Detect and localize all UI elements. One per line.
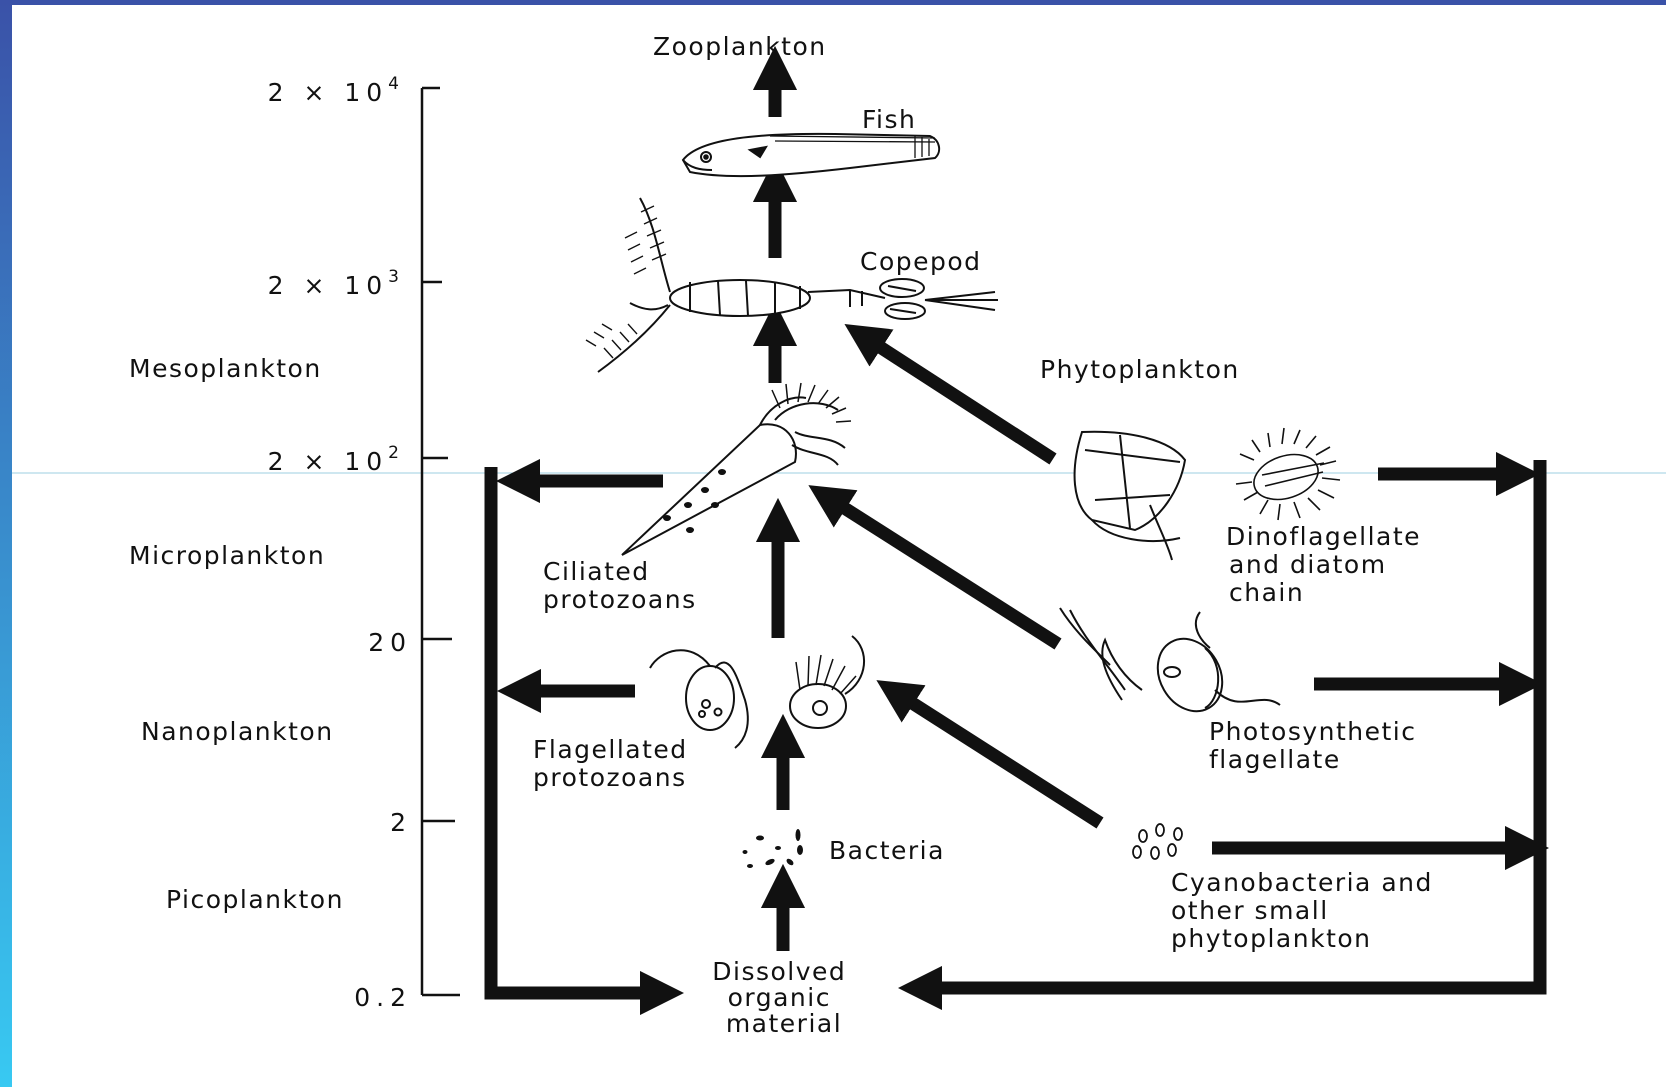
size-class-mesoplankton: Mesoplankton xyxy=(129,354,322,383)
label-phytoplankton: Phytoplankton xyxy=(1040,355,1240,384)
bacteria-icon xyxy=(743,829,804,868)
flagellated-protozoan-icon xyxy=(650,636,864,748)
scale-tick-5: 2 xyxy=(390,808,412,837)
size-class-microplankton: Microplankton xyxy=(129,541,325,570)
arrow-photosynthetic-to-ciliate xyxy=(827,497,1058,644)
label-dinoflagellate: Dinoflagellate and diatom chain xyxy=(1226,522,1431,607)
scale-tick-4: 20 xyxy=(368,628,412,657)
scale-tick-1: 2 × 104 xyxy=(268,74,405,107)
arrow-phyto-to-copepod xyxy=(863,336,1053,459)
size-class-nanoplankton: Nanoplankton xyxy=(141,717,334,746)
scale-tick-3: 2 × 102 xyxy=(268,443,405,476)
size-scale-axis xyxy=(422,88,460,995)
label-dissolved-organic-material: Dissolved organic material xyxy=(712,957,856,1038)
ciliated-protozoan-icon xyxy=(622,383,851,555)
label-fish: Fish xyxy=(862,105,916,134)
label-bacteria: Bacteria xyxy=(829,836,945,865)
label-zooplankton: Zooplankton xyxy=(653,32,827,61)
label-photosynthetic-flagellate: Photosynthetic flagellate xyxy=(1209,717,1426,774)
diatom-chain-icon xyxy=(1236,428,1340,520)
label-flagellated-protozoans: Flagellated protozoans xyxy=(533,735,697,792)
arrow-cyanobacteria-to-flagellate xyxy=(895,692,1100,823)
label-ciliated-protozoans: Ciliated protozoans xyxy=(543,557,697,614)
cyanobacteria-icon xyxy=(1133,824,1182,859)
photosynthetic-flagellate-icon xyxy=(1060,608,1280,723)
label-cyanobacteria: Cyanobacteria and other small phytoplank… xyxy=(1171,868,1442,953)
copepod-icon xyxy=(586,198,998,372)
scale-tick-2: 2 × 103 xyxy=(268,267,405,300)
scale-tick-6: 0.2 xyxy=(354,983,412,1012)
fish-icon xyxy=(683,134,939,176)
label-copepod: Copepod xyxy=(860,247,982,276)
size-class-picoplankton: Picoplankton xyxy=(166,885,344,914)
dinoflagellate-icon xyxy=(1075,432,1185,560)
